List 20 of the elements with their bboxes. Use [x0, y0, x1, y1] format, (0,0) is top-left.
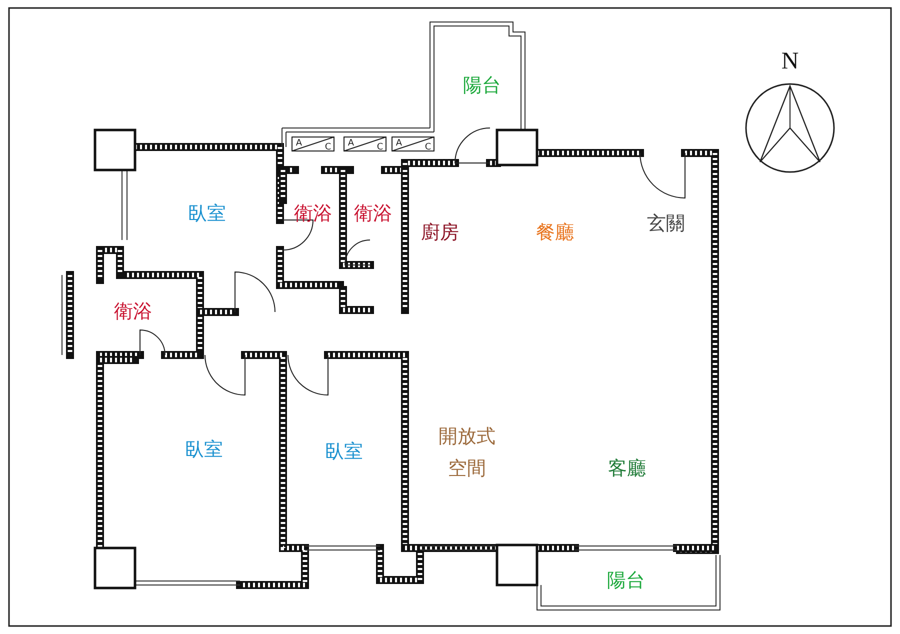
room-label: 陽台 [607, 570, 645, 592]
unit-letter: A [348, 138, 354, 150]
room-label: 客廳 [608, 458, 646, 480]
unit-letter: A [296, 138, 302, 150]
unit-letter: C [424, 142, 432, 154]
room-label: 衛浴 [114, 300, 152, 324]
room-label: 陽台 [463, 74, 501, 98]
unit-letter: A [396, 138, 402, 150]
room-label: 臥室 [185, 438, 223, 462]
room-label: 廚房 [421, 222, 459, 244]
room-label: 衛浴 [354, 202, 392, 226]
room-label: 開放式空間 [438, 424, 496, 482]
north-label: N [781, 48, 799, 76]
room-label: 臥室 [188, 202, 226, 226]
room-label: 玄關 [647, 212, 685, 236]
unit-letter: C [324, 142, 332, 154]
unit-letter: C [376, 142, 384, 154]
room-label: 衛浴 [294, 202, 332, 226]
room-label: 餐廳 [536, 222, 574, 244]
room-label: 臥室 [325, 440, 363, 464]
